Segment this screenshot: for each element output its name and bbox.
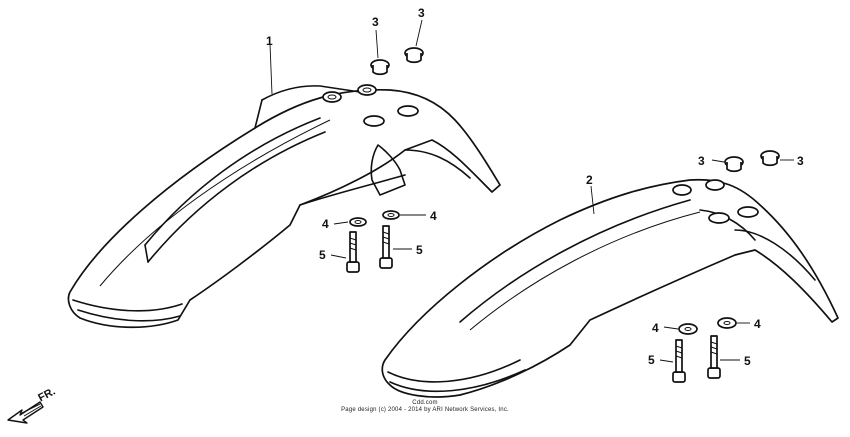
leader-2 xyxy=(590,185,595,215)
bolt[interactable] xyxy=(379,225,393,269)
washer[interactable] xyxy=(678,323,698,335)
front-fender-2[interactable] xyxy=(381,178,839,398)
callout-4: 4 xyxy=(652,321,659,335)
cap-nut[interactable] xyxy=(711,156,744,173)
callout-3: 3 xyxy=(698,154,705,168)
callout-2: 2 xyxy=(586,173,593,187)
bolt[interactable] xyxy=(672,339,686,383)
cap-nut[interactable] xyxy=(370,29,390,76)
washer[interactable] xyxy=(382,210,400,220)
callout-4: 4 xyxy=(754,317,761,331)
leader-1 xyxy=(269,43,273,95)
washer[interactable] xyxy=(717,317,737,329)
callout-4: 4 xyxy=(430,209,437,223)
washer[interactable] xyxy=(349,217,367,227)
cap-nut-group[interactable] xyxy=(370,19,794,173)
callout-4: 4 xyxy=(322,217,329,231)
bolt-group[interactable] xyxy=(330,225,740,383)
washer-group[interactable] xyxy=(333,210,750,335)
footer-site-name: Cdd.com xyxy=(412,400,438,406)
callout-5: 5 xyxy=(319,248,326,262)
cap-nut[interactable] xyxy=(404,19,424,64)
cap-nut[interactable] xyxy=(760,150,794,167)
bolt[interactable] xyxy=(346,231,360,273)
front-direction-arrow-icon xyxy=(7,401,44,424)
bolt[interactable] xyxy=(707,335,721,379)
callout-5: 5 xyxy=(648,353,655,367)
callout-1: 1 xyxy=(266,34,273,48)
callout-3: 3 xyxy=(418,6,425,20)
callout-5: 5 xyxy=(416,243,423,257)
footer-copyright: Page design (c) 2004 - 2014 by ARI Netwo… xyxy=(341,407,509,413)
front-fender-1[interactable] xyxy=(67,84,501,329)
callout-5: 5 xyxy=(744,354,751,368)
callout-3: 3 xyxy=(797,154,804,168)
callout-3: 3 xyxy=(372,15,379,29)
